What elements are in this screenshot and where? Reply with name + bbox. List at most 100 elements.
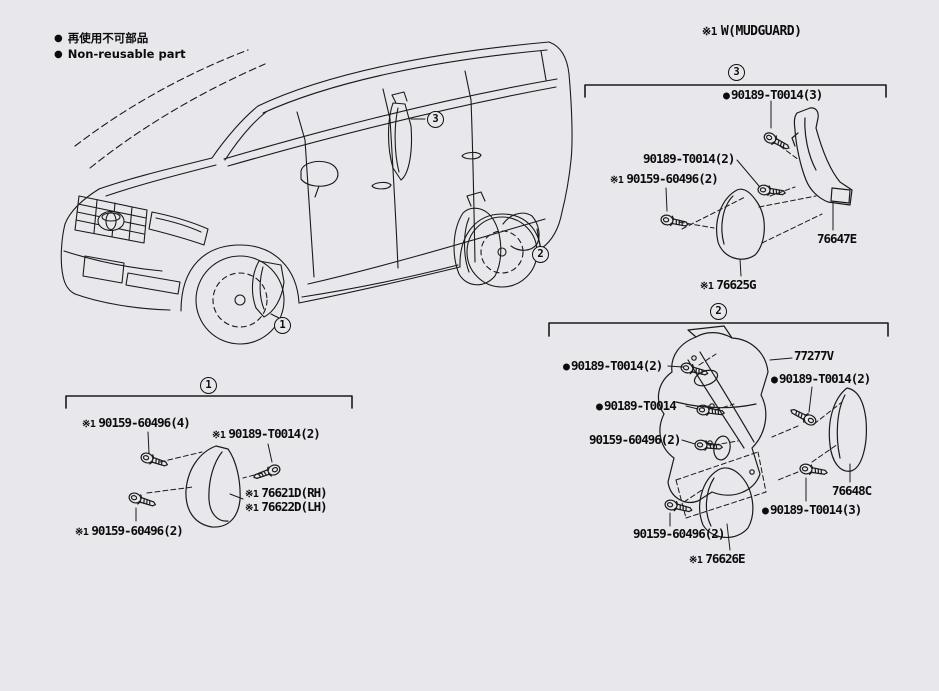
- screw-icon: [659, 213, 690, 230]
- callout-leader-2: [536, 228, 541, 247]
- car-callout-3[interactable]: 3: [427, 111, 444, 128]
- legend-text-jp: 再使用不可部品: [67, 31, 149, 45]
- part-label-90189-t0014-2-left[interactable]: ●90189-T0014(2): [563, 358, 663, 373]
- car-belt-line: [223, 78, 558, 160]
- ghost-line: [74, 49, 249, 147]
- part-number: 90189-T0014(2): [570, 358, 663, 373]
- reference-mark: ※1: [75, 527, 89, 538]
- assembly-dashed-lines: [678, 145, 823, 244]
- non-reusable-bullet-icon: ●: [596, 399, 603, 413]
- front-mudflap-inner: [208, 451, 229, 522]
- seal-76626e-inner: [705, 477, 715, 527]
- car-rear-mudguard: [453, 191, 502, 286]
- front-mudflap-part: [185, 445, 241, 528]
- screw-icon: [127, 490, 158, 510]
- reference-mark: ※1: [700, 281, 714, 292]
- bolt-icon: [798, 462, 829, 479]
- mount-hole: [691, 355, 697, 361]
- part-label-76648c[interactable]: 76648C: [832, 483, 872, 498]
- car-hood-crease: [105, 164, 217, 197]
- bolt-icon: [761, 130, 792, 153]
- part-number: 77277V: [794, 348, 834, 363]
- section-brackets: [65, 84, 889, 409]
- car-a-pillar: [211, 105, 259, 159]
- part-label-90159-60496-2-bottom[interactable]: 90159-60496(2): [633, 526, 725, 541]
- part-label-90189-t0014-2[interactable]: 90189-T0014(2): [643, 151, 735, 166]
- part-label-77277v[interactable]: 77277V: [794, 348, 834, 363]
- car-roof-inner: [262, 49, 548, 114]
- part-number: 90189-T0014(2): [643, 151, 735, 166]
- assembly-dashed-lines: [146, 451, 263, 494]
- part-label-90189-t0014-3[interactable]: ●90189-T0014(3): [723, 87, 823, 102]
- car-callout-2[interactable]: 2: [532, 246, 549, 263]
- legend-non-reusable: ●再使用不可部品 ● Non-reusable part: [54, 31, 186, 62]
- car-d-pillar: [464, 70, 476, 263]
- legend-text-en: Non-reusable part: [67, 46, 186, 61]
- reference-mark: ※1: [212, 430, 226, 441]
- mount-hole: [749, 469, 755, 475]
- part-number: 90189-T0014(2): [228, 426, 320, 441]
- part-label-90189-t0014-3-rear[interactable]: ●90189-T0014(3): [762, 502, 862, 517]
- car-front-mudguard: [251, 260, 285, 318]
- mudguard-76625g-inner: [721, 195, 734, 245]
- car-bumper-step: [63, 250, 163, 272]
- section-1-callout[interactable]: 1: [200, 377, 217, 394]
- bracket-76647e-inner: [791, 117, 851, 204]
- note-text: W(MUDGUARD): [720, 24, 802, 39]
- section-2-art: [657, 325, 867, 551]
- car-license-plate: [82, 255, 125, 284]
- bolt-icon: [251, 462, 282, 483]
- reference-mark: ※1: [245, 503, 259, 514]
- mudguard-76648c-part: [828, 387, 867, 472]
- part-number: 90159-60496(2): [626, 171, 718, 186]
- screw-icon: [663, 498, 694, 516]
- reference-mark: ※1: [702, 25, 717, 38]
- part-number: 90189-T0014(3): [769, 502, 862, 517]
- non-reusable-bullet-icon: ●: [54, 48, 63, 60]
- part-label-90159-60496-2-mid[interactable]: 90159-60496(2): [589, 433, 681, 446]
- car-mirror: [300, 160, 339, 198]
- section-3-callout[interactable]: 3: [728, 64, 745, 81]
- part-label-90189-t0014[interactable]: ●90189-T0014: [596, 398, 677, 413]
- part-number: 76648C: [832, 483, 872, 498]
- reference-mark: ※1: [245, 489, 259, 500]
- part-number: 90189-T0014(3): [730, 87, 823, 102]
- part-number: 90189-T0014: [603, 398, 677, 413]
- part-number: 90159-60496(2): [633, 526, 725, 541]
- seal-76626e-part: [699, 467, 754, 538]
- car-windshield-inner: [224, 111, 267, 161]
- legend-line-jp: ●再使用不可部品: [54, 31, 186, 47]
- screw-icon: [139, 450, 170, 470]
- non-reusable-bullet-icon: ●: [771, 372, 778, 386]
- mount-hole: [709, 403, 715, 409]
- bracket-section-3: [584, 84, 887, 98]
- car-rear-mudguard-outer: [502, 212, 540, 251]
- reference-mark: ※1: [610, 175, 624, 186]
- non-reusable-bullet-icon: ●: [762, 503, 769, 517]
- bracket-section-2: [548, 322, 889, 337]
- part-label-90189-t0014-2-right[interactable]: ●90189-T0014(2): [771, 372, 871, 386]
- car-side-crease: [307, 218, 546, 285]
- car-callout-1[interactable]: 1: [274, 317, 291, 334]
- part-number: 76647E: [817, 231, 857, 246]
- assembly-dashed-lines: [675, 353, 843, 519]
- car-headlight: [148, 211, 209, 246]
- part-label-76647e[interactable]: 76647E: [817, 231, 857, 246]
- car-b-pillar: [296, 111, 315, 278]
- car-rocker-line: [301, 264, 459, 298]
- section-2-callout[interactable]: 2: [710, 303, 727, 320]
- liner-slot: [693, 369, 719, 387]
- legend-line-en: ● Non-reusable part: [54, 47, 186, 63]
- reference-mark: ※1: [689, 555, 703, 566]
